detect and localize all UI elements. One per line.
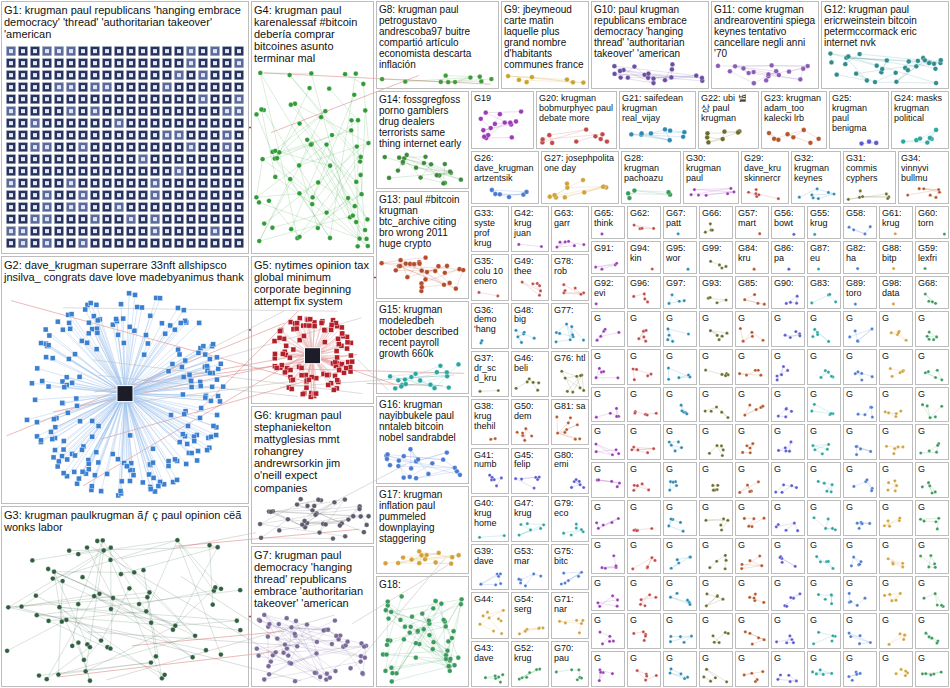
network-canvas: G1: krugman paul republicans 'hanging em… bbox=[0, 0, 950, 688]
